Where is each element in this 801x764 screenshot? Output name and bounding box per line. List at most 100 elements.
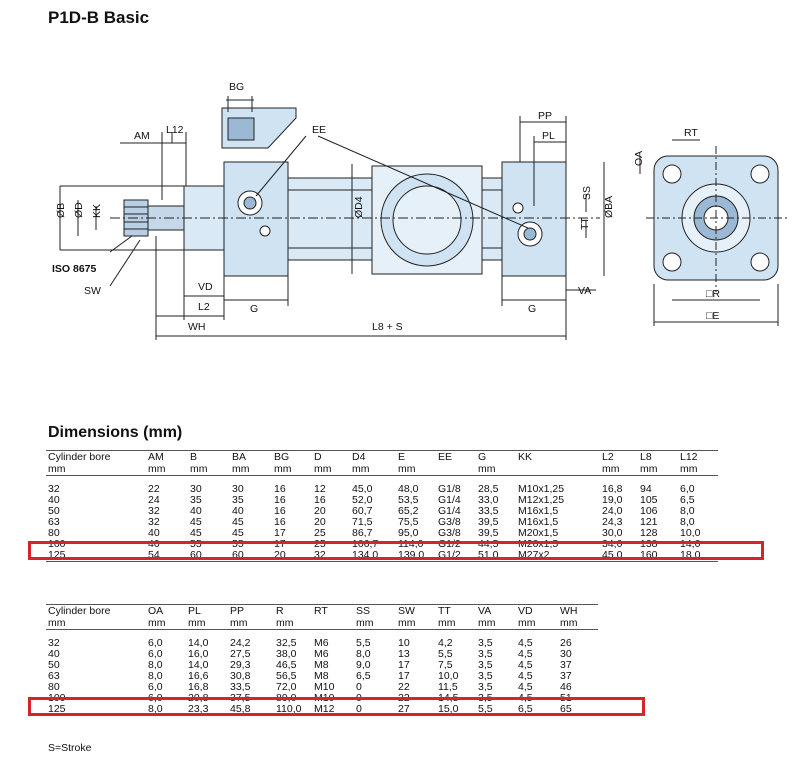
table-cell: G1/4 bbox=[438, 505, 461, 517]
table-cell: 46,5 bbox=[276, 659, 297, 671]
table-cell: SS bbox=[354, 604, 396, 617]
table-cell: 16 bbox=[274, 516, 286, 528]
table-cell: mm bbox=[230, 463, 272, 476]
table-cell: 24 bbox=[148, 494, 160, 506]
label-ee: EE bbox=[312, 124, 326, 136]
table-cell: M20x1,5 bbox=[518, 538, 559, 550]
table-cell bbox=[516, 463, 600, 476]
table-cell: mm bbox=[228, 617, 274, 630]
table-cell: 10 bbox=[398, 637, 410, 649]
table-cell: 14,0 bbox=[680, 538, 701, 550]
table-cell: 40 bbox=[48, 648, 60, 660]
table-cell: 16,6 bbox=[188, 670, 209, 682]
table-cell: Cylinder bore bbox=[46, 450, 146, 463]
table-cell: M20x1,5 bbox=[518, 527, 559, 539]
label-ss: SS bbox=[581, 186, 593, 200]
table-cell: 6,5 bbox=[356, 670, 371, 682]
table-cell: 71,5 bbox=[352, 516, 373, 528]
table-cell: mm bbox=[146, 463, 188, 476]
table-cell: Cylinder bore bbox=[46, 604, 146, 617]
label-vd: VD bbox=[198, 281, 213, 293]
table-cell: G1/2 bbox=[438, 538, 461, 550]
table-cell: 16,8 bbox=[188, 681, 209, 693]
table-cell: mm bbox=[558, 617, 598, 630]
label-g-left: G bbox=[250, 303, 258, 315]
table-cell: 4,5 bbox=[518, 648, 533, 660]
table-cell: 54 bbox=[146, 550, 188, 562]
table-cell: mm bbox=[46, 617, 146, 630]
table-cell: 30 bbox=[232, 483, 244, 495]
table-cell: mm bbox=[678, 463, 718, 476]
table-cell: 6,0 bbox=[680, 483, 695, 495]
label-r: □R bbox=[706, 288, 720, 300]
table-cell: mm bbox=[638, 463, 678, 476]
table-cell: 33,5 bbox=[230, 681, 251, 693]
label-bg: BG bbox=[229, 81, 244, 93]
table-cell: 17 bbox=[274, 538, 286, 550]
table-cell: 16 bbox=[274, 494, 286, 506]
label-pp: PP bbox=[538, 110, 552, 122]
table-cell: 39,5 bbox=[478, 527, 499, 539]
table-cell: 38,0 bbox=[276, 648, 297, 660]
table-cell: KK bbox=[516, 450, 600, 463]
table-cell: TT bbox=[436, 604, 476, 617]
table-cell: VD bbox=[516, 604, 558, 617]
table-cell: 13 bbox=[398, 648, 410, 660]
table-cell: 4,5 bbox=[518, 681, 533, 693]
label-wh: WH bbox=[188, 321, 206, 333]
table-cell: 3,5 bbox=[478, 637, 493, 649]
table-cell: 100 bbox=[48, 538, 66, 550]
table-cell: L8 bbox=[638, 450, 678, 463]
table-cell: 29,3 bbox=[230, 659, 251, 671]
table-cell: 105 bbox=[640, 494, 658, 506]
table-cell: 35 bbox=[232, 494, 244, 506]
table-cell: 17 bbox=[398, 670, 410, 682]
table-cell: 5,5 bbox=[438, 648, 453, 660]
footnote: S=Stroke bbox=[48, 742, 92, 754]
page-title: P1D-B Basic bbox=[48, 8, 150, 27]
table-cell: 80 bbox=[48, 527, 60, 539]
table-cell: BA bbox=[230, 450, 272, 463]
table-cell: 10,0 bbox=[438, 670, 459, 682]
table-cell: D4 bbox=[350, 450, 396, 463]
table-cell: M12x1,25 bbox=[518, 494, 565, 506]
table-cell: 32 bbox=[148, 516, 160, 528]
table-cell: 45 bbox=[190, 527, 202, 539]
table-cell: G bbox=[476, 450, 516, 463]
table-cell: 8,0 bbox=[680, 516, 695, 528]
table-cell: M6 bbox=[314, 637, 329, 649]
label-pl: PL bbox=[542, 130, 555, 142]
table-cell: 19,0 bbox=[602, 494, 623, 506]
table-cell: 51,0 bbox=[476, 550, 516, 562]
table-cell: 28,5 bbox=[478, 483, 499, 495]
table-cell: M27x2 bbox=[516, 550, 600, 562]
table-cell: VA bbox=[476, 604, 516, 617]
table-cell: mm bbox=[146, 617, 186, 630]
table-cell: M8 bbox=[314, 670, 329, 682]
table-cell: 16 bbox=[274, 505, 286, 517]
table-cell: 11,5 bbox=[438, 681, 458, 693]
table-cell: 4,2 bbox=[438, 637, 453, 649]
table-cell: 14,0 bbox=[188, 637, 209, 649]
table-cell: 3,5 bbox=[478, 659, 493, 671]
table-cell: 40 bbox=[190, 505, 202, 517]
table-cell: 8,0 bbox=[148, 670, 163, 682]
table-cell: 8,0 bbox=[148, 659, 163, 671]
table-cell: PP bbox=[228, 604, 274, 617]
table-cell: mm bbox=[396, 463, 436, 476]
table-cell: 55 bbox=[232, 538, 244, 550]
table-cell: mm bbox=[350, 463, 396, 476]
table-cell: 40 bbox=[232, 505, 244, 517]
table-cell: OA bbox=[146, 604, 186, 617]
table-cell: 106 bbox=[640, 505, 658, 517]
table-cell: 16,8 bbox=[602, 483, 623, 495]
table-cell: 39,5 bbox=[478, 516, 499, 528]
table-cell: mm bbox=[476, 463, 516, 476]
